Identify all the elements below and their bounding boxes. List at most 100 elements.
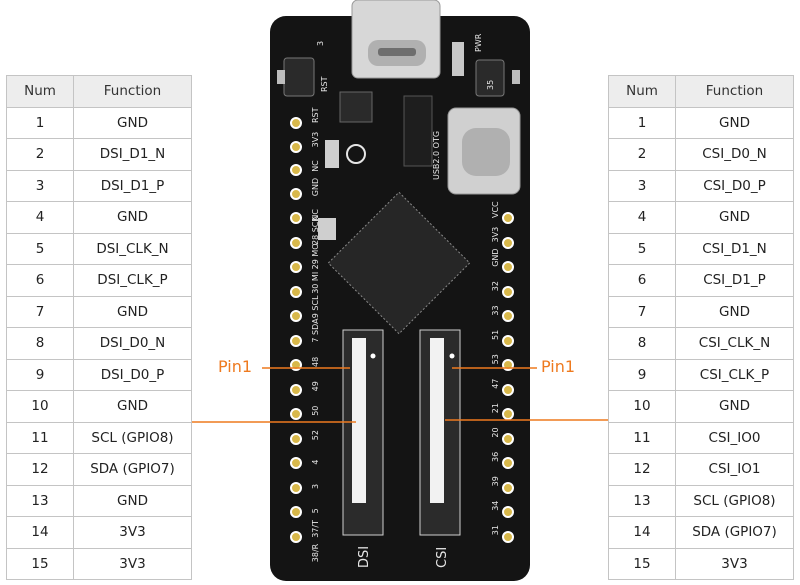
header-pin-label: 21 [491,403,500,413]
header-pin-label: VCC [491,201,500,218]
pin-function: DSI_CLK_N [73,232,192,265]
table-header-row: Num Function [6,75,192,108]
pin-function: DSI_D0_N [73,327,192,360]
header-pin-label: 31 [491,525,500,535]
usb-otg-label: USB2.0 OTG [432,131,441,180]
header-pin-label: 50 [311,406,320,416]
pin-function: GND [675,106,794,139]
pin-num: 10 [608,390,676,423]
pin-function: CSI_D1_P [675,264,794,297]
header-pin-label: GND [491,248,500,266]
pin1-left-label: Pin1 [218,357,253,376]
connector-csi-label: CSI [435,547,450,568]
pin-function: DSI_D1_P [73,169,192,202]
pin-num: 14 [6,516,74,549]
header-pin-label: 3V3 [311,132,320,148]
top-right-pin-label: 35 [486,80,495,90]
pin-function: 3V3 [73,516,192,549]
header-pin-label: 39 [491,476,500,486]
pin-num: 4 [6,201,74,234]
header-pin-label: 33 [491,305,500,315]
pin-num: 14 [608,516,676,549]
pin-function: CSI_IO0 [675,421,794,454]
connector-dsi-label: DSI [357,546,372,568]
pin-function: CSI_CLK_N [675,327,794,360]
pin-function: GND [73,484,192,517]
pin-function: CSI_D1_N [675,232,794,265]
pin-num: 7 [608,295,676,328]
table-header-row: Num Function [608,75,794,108]
header-pin-label: 52 [311,430,320,440]
usb-c-top-connector [351,0,441,79]
pin-num: 10 [6,390,74,423]
mic-icon [346,144,366,164]
pin-function: DSI_D0_P [73,358,192,391]
header-pin-label: NC [311,160,320,172]
header-pin-label: 36 [491,452,500,462]
header-pin-label: 7 SDA [311,318,320,343]
pin-num: 2 [608,138,676,171]
header-pin-label: 20 [491,427,500,437]
column-header-num: Num [608,75,676,108]
pin-function: GND [675,390,794,423]
pin-num: 12 [6,453,74,486]
pin-num: 5 [6,232,74,265]
pin-function: 3V3 [73,547,192,580]
column-header-function: Function [675,75,794,108]
pin-num: 8 [608,327,676,360]
pin-function: SCL (GPIO8) [73,421,192,454]
pin-num: 1 [6,106,74,139]
pin-num: 6 [608,264,676,297]
pin-num: 11 [6,421,74,454]
header-pin-label: NC [311,209,320,221]
pin-function: DSI_CLK_P [73,264,192,297]
pin-num: 12 [608,453,676,486]
column-header-num: Num [6,75,74,108]
pin-num: 11 [608,421,676,454]
pin-num: 8 [6,327,74,360]
pin-function: GND [73,390,192,423]
pin-function: DSI_D1_N [73,138,192,171]
right-header-pads [502,212,514,543]
rst-label: RST [320,76,329,92]
pin-num: 3 [6,169,74,202]
header-pin-label: 38/R [311,543,320,562]
rst-button [283,57,315,97]
header-pin-label: 5 [311,508,320,513]
pin-num: 1 [608,106,676,139]
pin-function: SDA (GPIO7) [73,453,192,486]
header-pin-label: 32 [491,281,500,291]
pin-function: GND [675,201,794,234]
pin-num: 15 [608,547,676,580]
pin-function: GND [73,201,192,234]
pin-function: CSI_D0_P [675,169,794,202]
header-pin-label: 49 [311,381,320,391]
pin-num: 6 [6,264,74,297]
column-header-function: Function [73,75,192,108]
pin-function: CSI_IO1 [675,453,794,486]
header-pin-label: 28 SCK [311,216,320,245]
